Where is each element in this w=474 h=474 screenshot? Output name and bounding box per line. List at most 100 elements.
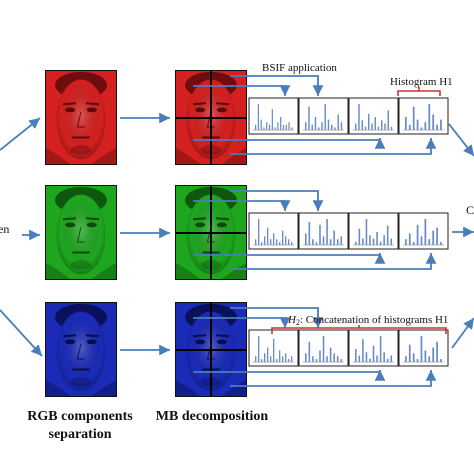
histogram-blue-2 xyxy=(298,329,349,367)
histogram-blue-2-bar xyxy=(315,359,318,362)
histogram-blue-4-bar xyxy=(416,359,419,362)
block-arrow-3-to-hist-3-blue xyxy=(193,370,386,381)
histogram-green-4-bar xyxy=(405,239,407,245)
mb-face-blue-right-brow xyxy=(215,334,230,338)
mb-face-red-right-eye xyxy=(216,107,227,113)
block-arrow-3-to-hist-3-green xyxy=(193,253,386,264)
histogram-blue-3-bar xyxy=(365,352,368,362)
histogram-blue-4-bar xyxy=(432,347,435,362)
histogram-blue-1-bar xyxy=(288,359,290,362)
histogram-red-3-bar xyxy=(374,117,376,130)
histogram-blue-1-bar xyxy=(291,356,293,362)
histogram-blue-4-bar xyxy=(428,356,431,362)
separated-face-red-left-shoulder xyxy=(46,147,71,164)
histogram-red-1-bar xyxy=(285,124,287,130)
right-cut-text: C xyxy=(466,203,474,217)
histogram-red-3-bar xyxy=(364,126,367,130)
mb-face-blue-nose xyxy=(206,343,215,360)
bsif-application-label: BSIF application xyxy=(262,62,337,74)
histogram-blue-4-bar xyxy=(412,353,415,362)
histogram-red-4-bar xyxy=(416,119,419,130)
separated-face-green xyxy=(45,185,117,280)
histogram-h1-brace xyxy=(397,90,441,96)
histogram-red-2-bar xyxy=(308,106,310,130)
histogram-blue-1-bar xyxy=(261,359,263,362)
histogram-green-4-bar xyxy=(436,227,438,245)
block-arrow-2-to-hist-1-red xyxy=(193,85,291,96)
histogram-green-1-bar xyxy=(285,236,287,245)
histogram-green-1-bar xyxy=(261,242,263,245)
histogram-green-2-bar xyxy=(315,242,318,245)
histogram-red-4-bar xyxy=(405,117,407,130)
histogram-red-1-bar xyxy=(260,119,262,130)
histogram-blue-3-bar xyxy=(369,358,371,362)
separated-face-red-right-shoulder xyxy=(91,147,116,164)
histogram-blue-3-bar xyxy=(358,355,361,362)
histogram-green-1-bar xyxy=(276,239,278,245)
histogram-red-1-frame xyxy=(248,97,299,135)
histogram-red-3-bar xyxy=(377,126,380,130)
concatenation-text: : Concatenation of histograms H1 xyxy=(300,314,448,326)
histogram-red-2-bar xyxy=(340,122,343,130)
separated-face-red-left-brow xyxy=(62,102,77,106)
histogram-red-4-bar xyxy=(436,124,438,130)
histogram-red-3 xyxy=(348,97,399,135)
histogram-green-4-bar xyxy=(428,239,431,245)
histogram-green-4-bar xyxy=(416,224,419,245)
block-arrow-3-to-hist-3-red xyxy=(193,138,386,149)
histogram-blue-3-bar xyxy=(390,355,393,362)
histogram-green-3-bar xyxy=(376,232,378,245)
histogram-green-1-bar xyxy=(291,242,293,245)
histogram-blue-2-bar xyxy=(319,350,321,362)
histogram-blue-2-bar xyxy=(312,356,314,362)
histogram-green-1-bar xyxy=(273,233,275,245)
histogram-green-3-bar xyxy=(379,241,382,245)
separated-face-blue-right-eye xyxy=(86,339,97,345)
histogram-red-2-bar xyxy=(305,122,307,130)
block-arrow-4-to-hist-4-blue xyxy=(230,370,437,387)
histogram-green-3-bar xyxy=(372,238,375,245)
histogram-green-1-bar xyxy=(270,239,272,245)
histogram-red-3-bar xyxy=(355,123,357,130)
histogram-red-3-bar xyxy=(384,123,386,130)
histogram-green-2-bar xyxy=(329,239,332,245)
histogram-blue-1-bar xyxy=(285,353,287,362)
histogram-red-4-frame xyxy=(398,97,449,135)
histogram-red-1-bar xyxy=(263,127,265,130)
block-arrow-4-to-hist-4-green xyxy=(230,253,437,270)
histogram-red-1 xyxy=(248,97,299,135)
histogram-green-4 xyxy=(398,212,449,250)
mb-face-red-right-shoulder xyxy=(221,147,246,164)
histogram-blue-2-bar xyxy=(305,353,307,362)
histogram-blue-4-bar xyxy=(440,359,442,362)
histogram-blue-1-bar xyxy=(264,353,266,362)
mb-face-red-left-brow xyxy=(192,102,207,106)
histogram-green-2-bar xyxy=(333,230,335,245)
separated-face-blue-left-brow xyxy=(62,334,77,338)
histogram-green-3-bar xyxy=(362,238,364,245)
block-arrow-1-to-hist-2-red xyxy=(230,75,324,96)
histogram-green-1-bar xyxy=(282,230,284,245)
histogram-red-1-bar xyxy=(277,122,279,130)
mb-face-blue-left-eye xyxy=(195,339,206,345)
histogram-red-4-bar xyxy=(424,122,427,130)
block-arrow-1-to-hist-2-green xyxy=(230,190,324,211)
separated-face-green-right-shoulder xyxy=(91,262,116,279)
histogram-green-3-bar xyxy=(386,225,389,245)
histogram-blue-4-bar xyxy=(408,344,411,362)
histogram-blue-3 xyxy=(348,329,399,367)
histogram-green-4-bar xyxy=(440,242,442,245)
histogram-blue-1-bar xyxy=(279,350,281,362)
histogram-red-1-bar xyxy=(257,104,260,130)
histogram-red-4-bar xyxy=(408,124,411,130)
histogram-green-4-bar xyxy=(408,233,411,245)
histogram-blue-1-bar xyxy=(270,356,272,362)
caption-mb: MB decomposition xyxy=(156,409,269,424)
histogram-green-3 xyxy=(348,212,399,250)
histogram-green-2-bar xyxy=(322,236,325,245)
mb-face-red-right-brow xyxy=(215,102,230,106)
mb-face-red-left-eye xyxy=(195,107,206,113)
histogram-blue-4 xyxy=(398,329,449,367)
left-cut-text: en xyxy=(0,222,9,236)
h2-symbol: H xyxy=(287,314,297,326)
